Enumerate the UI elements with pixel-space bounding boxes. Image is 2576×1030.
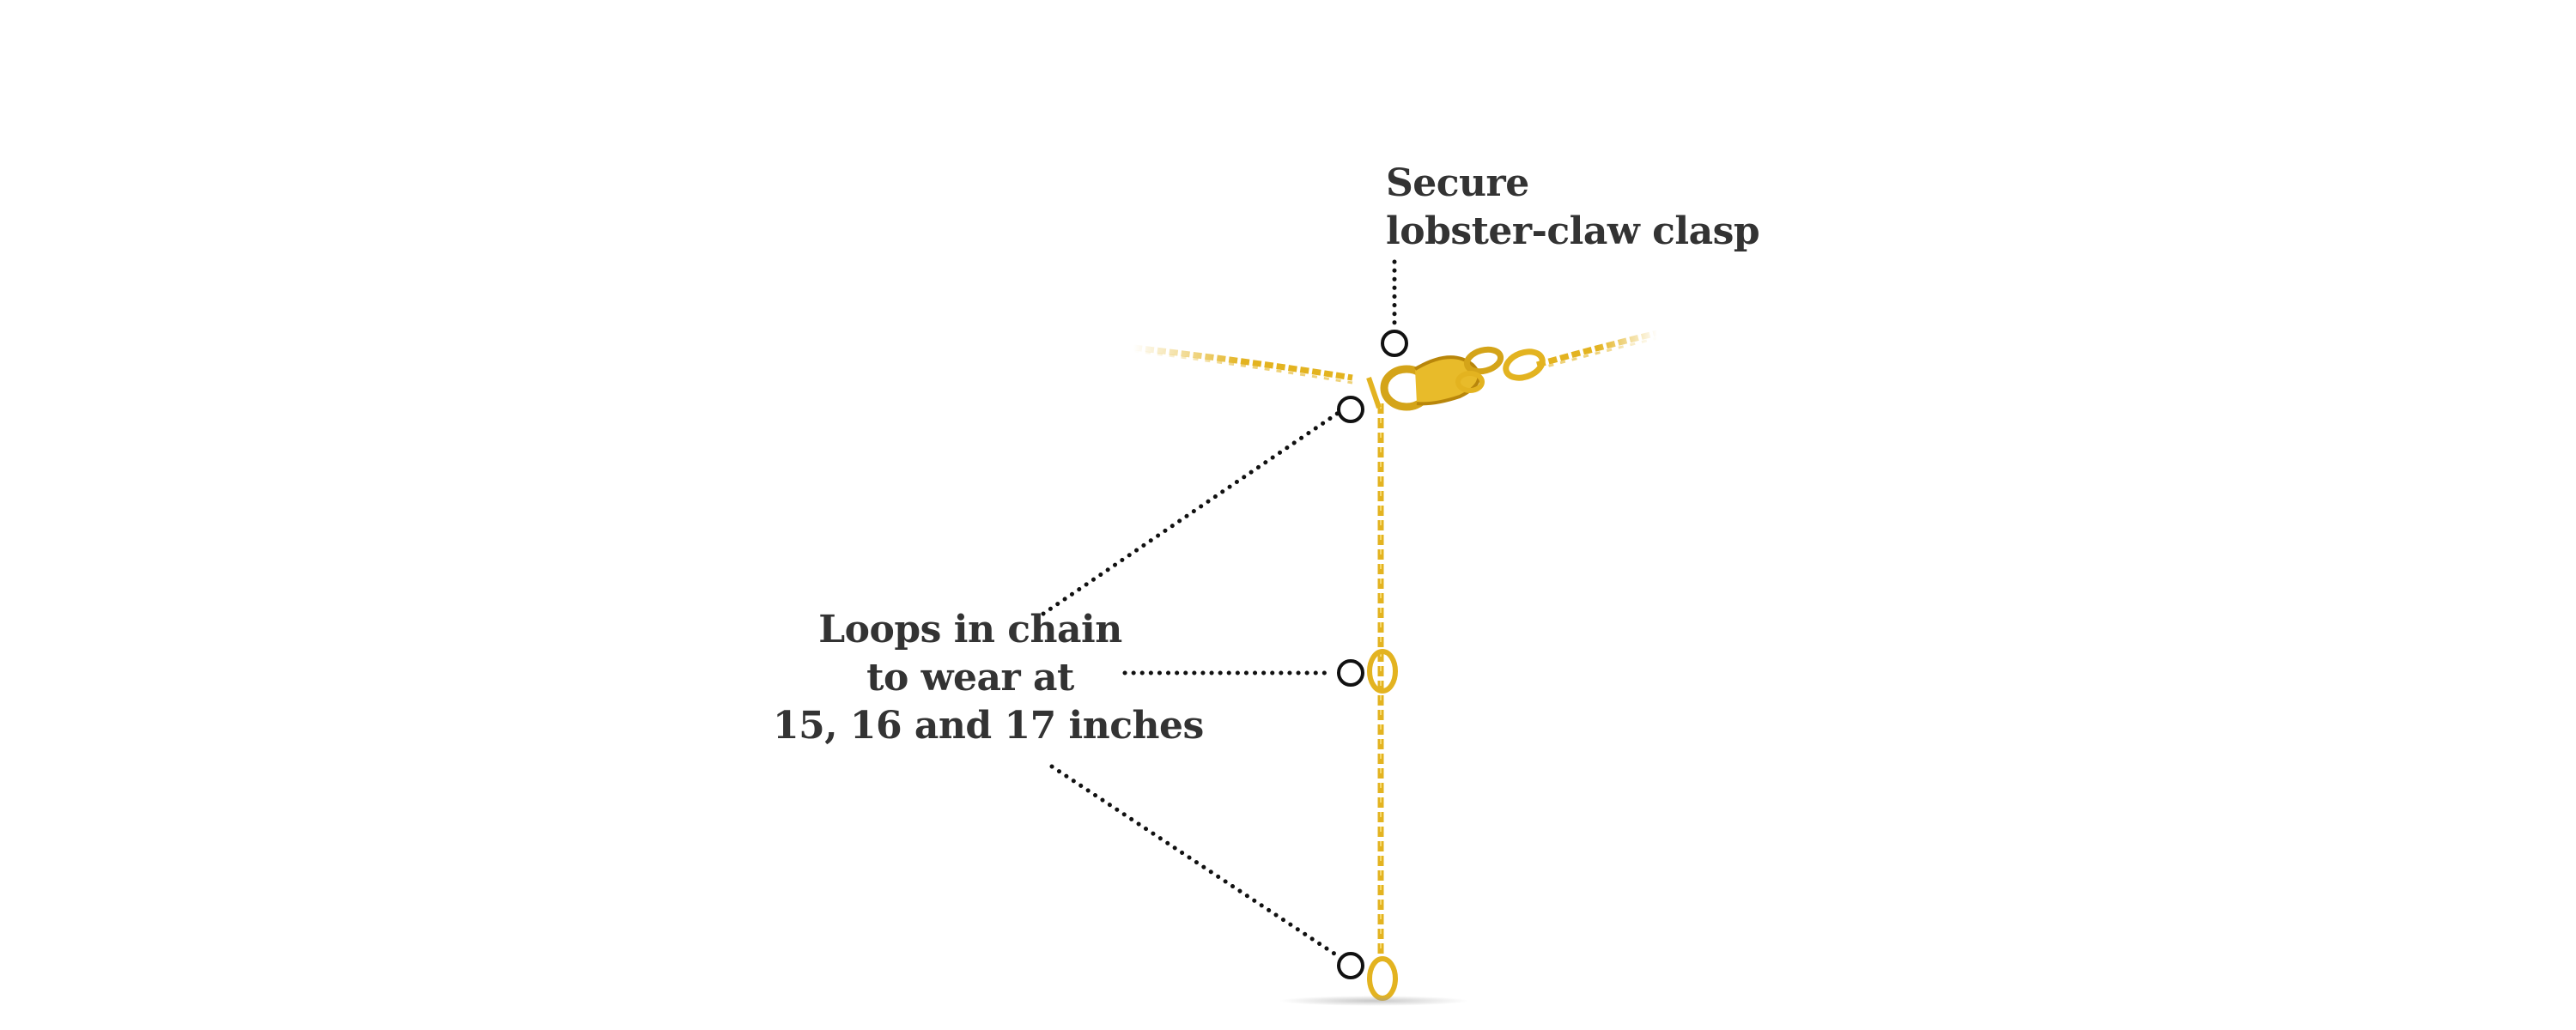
callout-circle-icon — [1337, 659, 1364, 687]
loops-annotation-line-1: Loops in chain — [818, 608, 1122, 651]
chain-loop-icon — [1367, 956, 1398, 1001]
callout-lines — [1041, 259, 1397, 960]
necklace-chain-right — [1536, 330, 1658, 371]
extension-chain — [1366, 377, 1384, 957]
lobster-claw-clasp-icon — [1380, 346, 1546, 411]
chain-shadow — [1279, 996, 1468, 1006]
callout-line-loop-top — [1041, 409, 1342, 616]
loops-annotation: Loops in chain to wear at 15, 16 and 17 … — [773, 606, 1204, 750]
callout-circle-icon — [1337, 396, 1364, 423]
callout-line-loop-bottom — [1049, 764, 1342, 960]
callout-circle-icon — [1337, 952, 1364, 979]
loops-annotation-line-3: 15, 16 and 17 inches — [773, 704, 1204, 748]
chain-loop-icon — [1367, 649, 1398, 694]
callout-circle-icon — [1381, 330, 1408, 357]
necklace-chain-left — [1133, 344, 1353, 385]
clasp-annotation-line-2: lobster-claw clasp — [1386, 209, 1760, 253]
clasp-annotation-line-1: Secure — [1386, 161, 1529, 205]
clasp-annotation: Secure lobster-claw clasp — [1386, 160, 1760, 256]
loops-annotation-line-2: to wear at — [866, 656, 1074, 700]
